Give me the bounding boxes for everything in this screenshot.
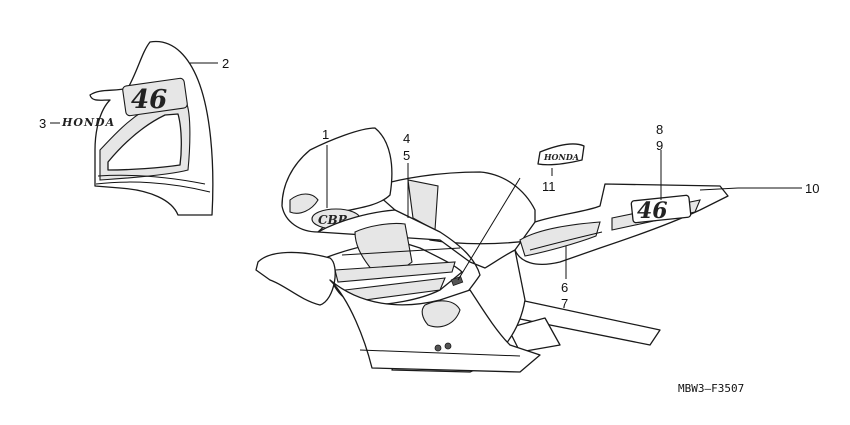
callout-5: 5 — [403, 148, 410, 163]
honda-decal-inset: HONDA — [61, 116, 115, 129]
callout-10: 10 — [805, 181, 819, 196]
callout-3: 3 — [39, 116, 46, 131]
number-46-decal-tail: 46 — [630, 194, 692, 224]
decal-number-front: 46 — [131, 85, 167, 115]
honda-tag-decal: HONDA — [537, 143, 585, 166]
callout-9: 9 — [656, 138, 663, 153]
leader-lines — [50, 62, 802, 281]
decal-tag: HONDA — [543, 152, 579, 162]
callout-11: 11 — [542, 179, 556, 194]
callout-1: 1 — [322, 127, 329, 142]
motorcycle-fairing: CBR — [255, 127, 739, 373]
decal-brand: HONDA — [61, 116, 115, 129]
decal-number-tail: 46 — [637, 198, 668, 224]
callout-6: 6 — [561, 280, 568, 295]
callout-labels: 2 3 1 4 5 8 9 11 10 6 7 — [39, 56, 819, 311]
callout-2: 2 — [222, 56, 229, 71]
number-46-decal-inset: 46 — [122, 77, 188, 117]
callout-8: 8 — [656, 122, 663, 137]
diagram-code: MBW3–F3507 — [678, 382, 744, 395]
front-cowl-inset: 46 HONDA — [61, 40, 214, 216]
callout-7: 7 — [561, 296, 568, 311]
callout-4: 4 — [403, 131, 410, 146]
